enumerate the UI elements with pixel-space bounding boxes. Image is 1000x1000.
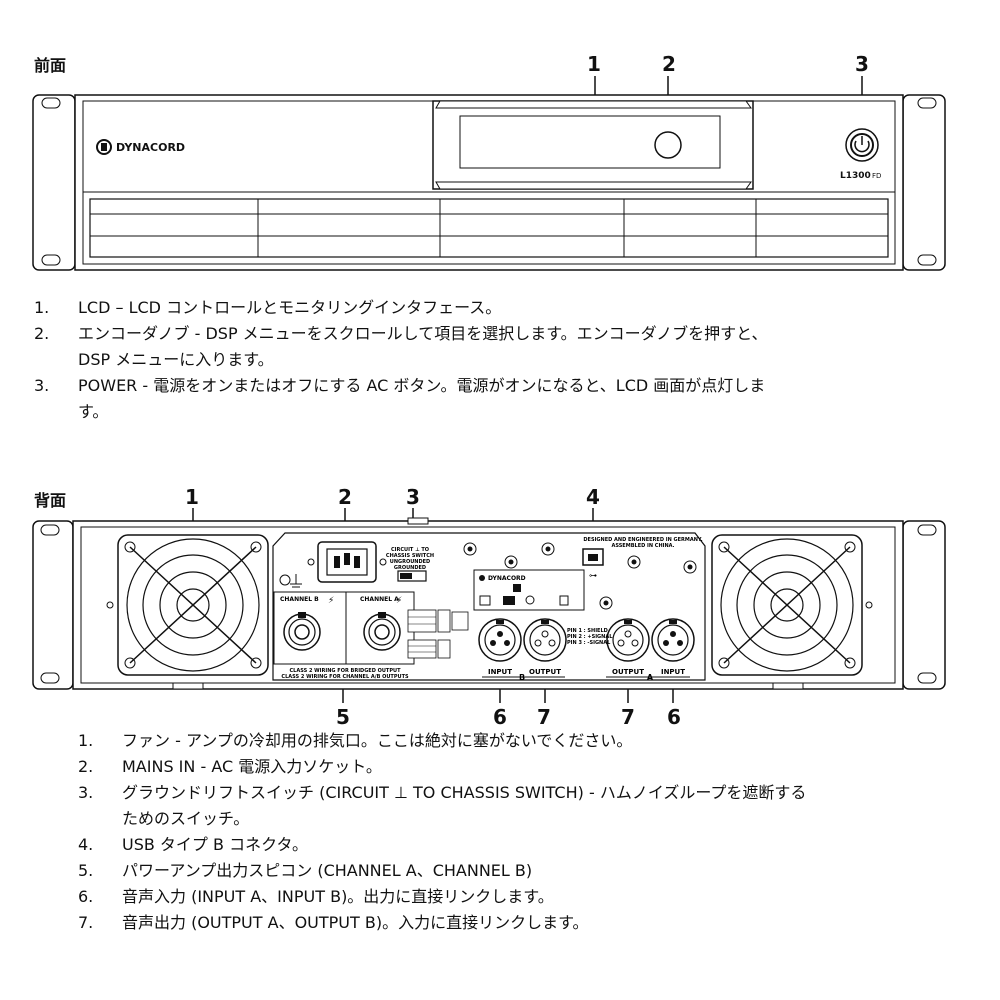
front-panel-diagram: DYNACORD L1300 FD bbox=[32, 76, 946, 271]
channel-b-label: CHANNEL B bbox=[280, 596, 319, 603]
right-rack-hole-top bbox=[917, 97, 937, 109]
lightning-icon: ⚡ bbox=[396, 596, 402, 606]
rear-callout-5: 5 bbox=[336, 705, 350, 729]
usb-icon: ⊶ bbox=[589, 571, 597, 580]
rear-callout-2: 2 bbox=[338, 485, 352, 509]
lcd-screen bbox=[459, 115, 721, 169]
left-rack-ear bbox=[32, 94, 76, 271]
group-a-label: A bbox=[647, 673, 654, 682]
xlr-input-a bbox=[651, 618, 695, 662]
list-item: 7. 音声出力 (OUTPUT A、OUTPUT B)。入力に直接リンクします。 bbox=[78, 913, 589, 932]
input-b-label: INPUT bbox=[488, 668, 512, 676]
list-item: 6. 音声入力 (INPUT A、INPUT B)。出力に直接リンクします。 bbox=[78, 887, 554, 906]
group-b-label: B bbox=[519, 673, 525, 682]
switch-label-2: CHASSIS SWITCH bbox=[386, 553, 434, 559]
rear-header: 背面 bbox=[34, 491, 67, 510]
rear-callout-7-a: 7 bbox=[621, 705, 635, 729]
list-item: 1. ファン - アンプの冷却用の排気口。ここは絶対に塞がないでください。 bbox=[78, 731, 633, 750]
right-rack-hole-bottom bbox=[917, 254, 937, 266]
switch-label-1: CIRCUIT ⊥ TO bbox=[391, 547, 429, 553]
rear-callout-3: 3 bbox=[406, 485, 420, 509]
speakon-channel-a bbox=[363, 612, 401, 651]
rear-brand: DYNACORD bbox=[488, 575, 526, 582]
class2-label-1: CLASS 2 WIRING FOR BRIDGED OUTPUT bbox=[290, 668, 402, 674]
list-item: 3. POWER - 電源をオンまたはオフにする AC ボタン。電源がオンになる… bbox=[34, 376, 766, 421]
left-rack-hole-bottom bbox=[41, 254, 61, 266]
xlr-input-b bbox=[478, 618, 522, 662]
xlr-output-b bbox=[523, 618, 567, 662]
rear-center-panel bbox=[272, 532, 706, 681]
list-item: 2. MAINS IN - AC 電源入力ソケット。 bbox=[78, 757, 382, 776]
list-item: 4. USB タイプ B コネクタ。 bbox=[78, 835, 308, 854]
rear-callout-6-a: 6 bbox=[667, 705, 681, 729]
ground-icon bbox=[279, 574, 302, 588]
rear-callout-1: 1 bbox=[185, 485, 199, 509]
class2-label-2: CLASS 2 WIRING FOR CHANNEL A/B OUTPUTS bbox=[281, 674, 409, 680]
input-a-label: INPUT bbox=[661, 668, 685, 676]
front-model: L1300 bbox=[840, 171, 871, 181]
switch-label-3: UNGROUNDED bbox=[390, 559, 430, 565]
xlr-output-a bbox=[606, 618, 650, 662]
front-description-list: 1. LCD – LCD コントロールとモニタリングインタフェース。 2. エン… bbox=[34, 295, 974, 425]
rear-callout-4: 4 bbox=[586, 485, 600, 509]
list-item: 1. LCD – LCD コントロールとモニタリングインタフェース。 bbox=[34, 298, 502, 317]
pin1-label: PIN 1 : SHIELD bbox=[567, 628, 608, 634]
switch-label-4: GROUNDED bbox=[394, 565, 426, 571]
lcd-bevel-top bbox=[435, 100, 752, 109]
left-rack-hole-top bbox=[41, 97, 61, 109]
right-rack-ear bbox=[902, 94, 946, 271]
front-header: 前面 bbox=[34, 56, 67, 75]
channel-a-label: CHANNEL A bbox=[360, 596, 399, 603]
front-callout-1: 1 bbox=[587, 52, 601, 76]
mains-in-socket bbox=[307, 541, 387, 583]
output-b-label: OUTPUT bbox=[529, 668, 561, 676]
left-fan bbox=[117, 534, 269, 676]
front-brand: DYNACORD bbox=[116, 141, 185, 154]
rear-callout-6-b: 6 bbox=[493, 705, 507, 729]
rear-panel-diagram: CIRCUIT ⊥ TO CHASSIS SWITCH UNGROUNDED G… bbox=[32, 508, 946, 703]
list-item: 5. パワーアンプ出力スピコン (CHANNEL A、CHANNEL B) bbox=[78, 861, 533, 880]
usb-label-1: DESIGNED AND ENGINEERED IN GERMANY. bbox=[583, 537, 702, 543]
rear-description-list: 1. ファン - アンプの冷却用の排気口。ここは絶対に塞がないでください。 2.… bbox=[78, 728, 978, 936]
usb-label-2: ASSEMBLED IN CHINA. bbox=[611, 543, 674, 549]
pin3-label: PIN 3 : -SIGNAL bbox=[567, 640, 611, 646]
encoder-knob bbox=[654, 131, 682, 159]
list-item: 2. エンコーダノブ - DSP メニューをスクロールして項目を選択します。エン… bbox=[34, 324, 768, 369]
speakon-channel-b bbox=[283, 612, 321, 651]
output-a-label: OUTPUT bbox=[612, 668, 644, 676]
wiring-table bbox=[407, 609, 469, 659]
front-model-suffix: FD bbox=[872, 172, 881, 180]
lcd-bevel-bottom bbox=[435, 181, 752, 190]
lightning-icon: ⚡ bbox=[328, 596, 334, 606]
front-callout-2: 2 bbox=[662, 52, 676, 76]
rear-callout-7-b: 7 bbox=[537, 705, 551, 729]
front-callout-3: 3 bbox=[855, 52, 869, 76]
list-item: 3. グラウンドリフトスイッチ (CIRCUIT ⊥ TO CHASSIS SW… bbox=[78, 783, 807, 828]
pin2-label: PIN 2 : +SIGNAL bbox=[567, 634, 613, 640]
front-vent-grille bbox=[89, 198, 889, 258]
right-fan bbox=[711, 534, 863, 676]
